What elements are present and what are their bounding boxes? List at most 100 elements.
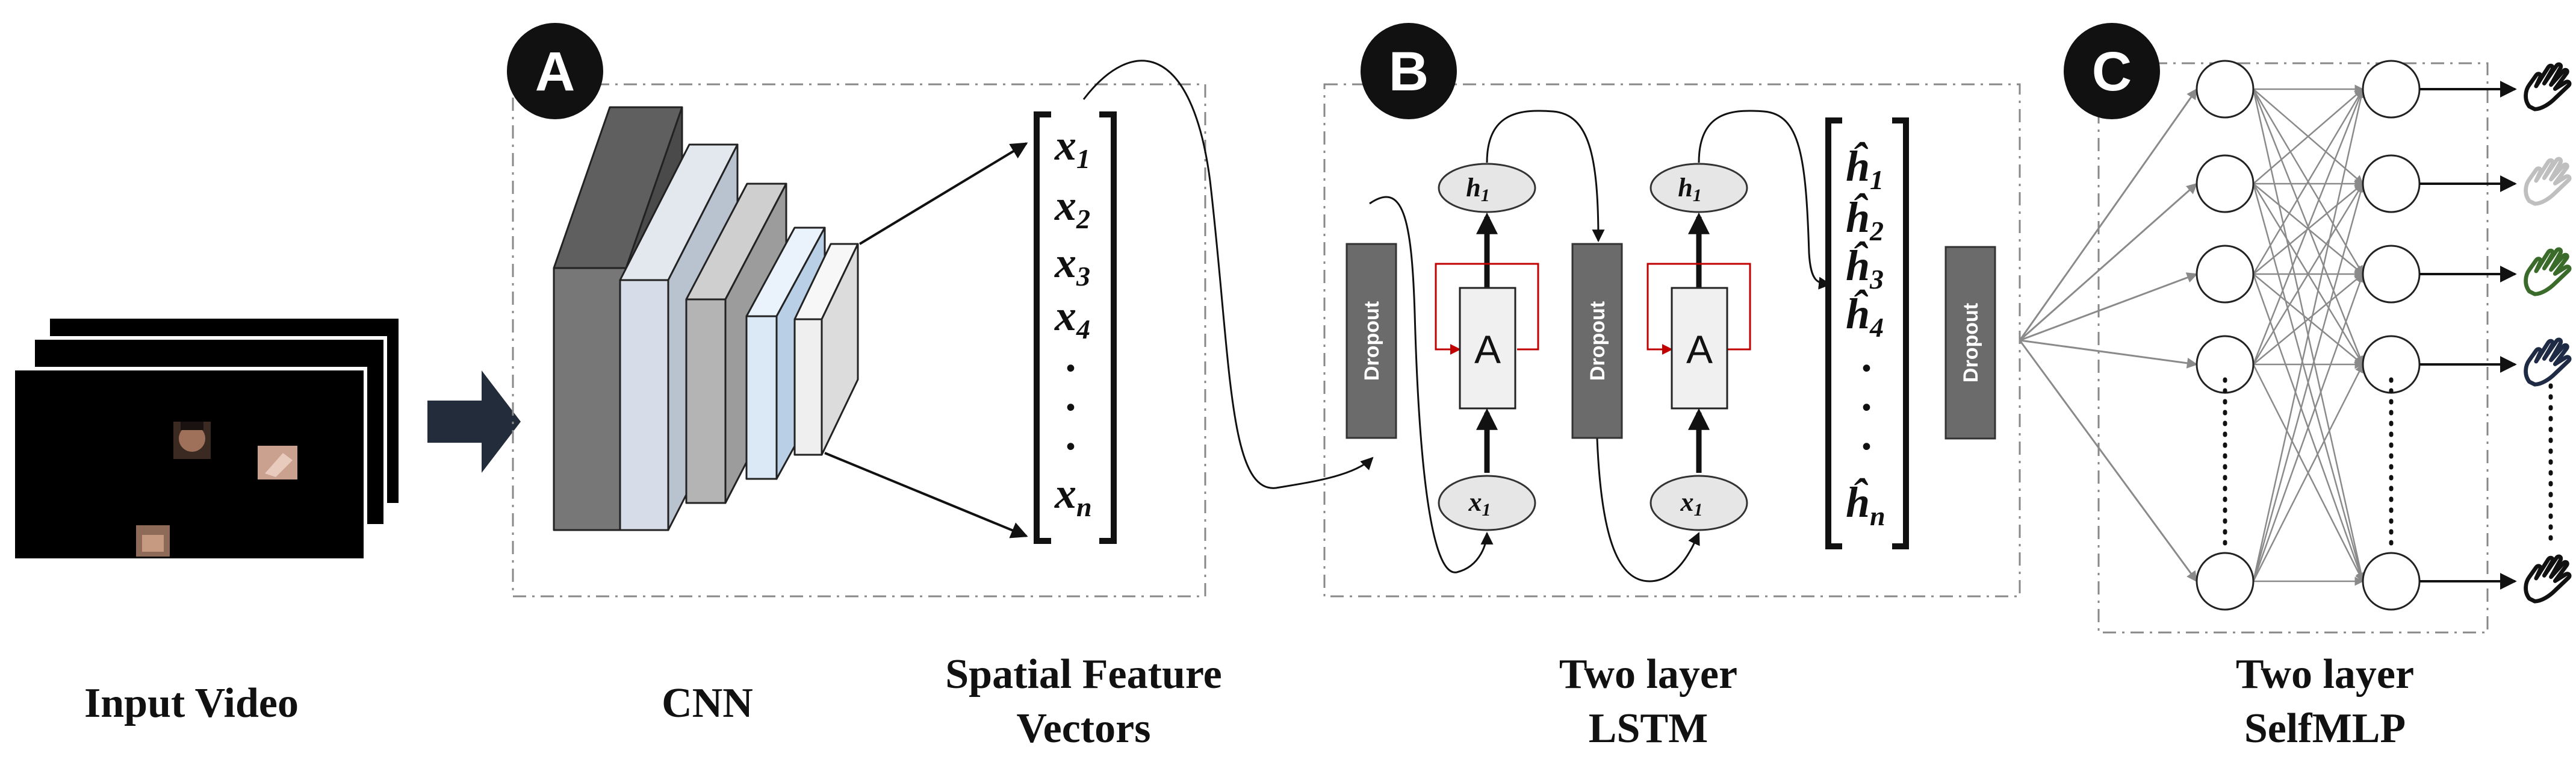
hidden-edge bbox=[2252, 88, 2364, 275]
vector-right-bracket bbox=[1892, 117, 1909, 549]
vector-entry: x2 bbox=[1054, 181, 1090, 234]
cnn-layer-stack bbox=[553, 106, 859, 531]
input-edge bbox=[2019, 183, 2198, 342]
output-neuron bbox=[2362, 245, 2421, 304]
vector-ellipsis-dot: · bbox=[1861, 422, 1872, 470]
vector-entry: ĥ1 bbox=[1846, 142, 1884, 195]
hidden-edge bbox=[2253, 273, 2364, 365]
vector-entry: ĥ3 bbox=[1846, 241, 1884, 295]
caption-input-video: Input Video bbox=[84, 680, 299, 726]
hidden-state-vector: ĥ1 ĥ2 ĥ3 ĥ4 · · · ĥn bbox=[1825, 117, 1909, 549]
lstm-layer-2: h1 A x1 bbox=[1646, 163, 1751, 531]
hidden-neuron bbox=[2196, 245, 2255, 304]
sign-hand-icon bbox=[2526, 557, 2570, 601]
badge-a-label: A bbox=[535, 41, 575, 102]
hidden-edge bbox=[2253, 89, 2364, 184]
hidden-neuron bbox=[2196, 154, 2255, 213]
input-node-2 bbox=[1650, 475, 1748, 531]
hidden-edge bbox=[2252, 273, 2365, 582]
badge-c: C bbox=[2064, 23, 2160, 119]
lstm-cell-1 bbox=[1459, 287, 1516, 410]
input-node-label: x1 bbox=[1468, 487, 1491, 520]
lstm-cell-label: A bbox=[1686, 327, 1713, 372]
hidden-edge bbox=[2252, 183, 2364, 365]
dropout-label: Dropout bbox=[1586, 301, 1609, 381]
vector-entry: x4 bbox=[1054, 292, 1090, 345]
caption-spatial-line1: Spatial Feature bbox=[945, 651, 1222, 698]
badge-b-label: B bbox=[1389, 41, 1429, 102]
vector-ellipsis-dot: · bbox=[1861, 344, 1872, 392]
cnn-to-vector-arrow-bottom bbox=[824, 452, 1028, 539]
vector-entry: x1 bbox=[1054, 121, 1090, 174]
vector-ellipsis-dot: · bbox=[1065, 383, 1076, 431]
hidden-node-label: h1 bbox=[1678, 173, 1701, 205]
vector-entry: ĥ2 bbox=[1846, 193, 1884, 246]
hidden-edge bbox=[2253, 183, 2364, 275]
input-edge bbox=[2019, 340, 2198, 582]
sign-hand-icon bbox=[2526, 64, 2570, 109]
lstm-cell-label: A bbox=[1474, 327, 1501, 372]
input-node-label: x1 bbox=[1680, 487, 1703, 520]
vector-to-lstm-connector bbox=[1082, 60, 1374, 489]
output-neuron bbox=[2362, 60, 2421, 119]
caption-lstm-line2: LSTM bbox=[1589, 705, 1708, 752]
hidden-node-2 bbox=[1650, 163, 1748, 213]
hidden-node-label: h1 bbox=[1466, 173, 1489, 205]
vector-entry: ĥ4 bbox=[1846, 289, 1884, 343]
mlp-nodes bbox=[2196, 60, 2421, 611]
output-neuron bbox=[2362, 335, 2421, 394]
recurrent-loop-right bbox=[1699, 263, 1751, 351]
signer-hand-thumbnail bbox=[258, 446, 297, 479]
vector-left-bracket bbox=[1034, 111, 1051, 544]
hidden-to-vector-connector bbox=[1698, 110, 1832, 290]
spatial-feature-vector: x1 x2 x3 x4 · · · xn bbox=[1034, 111, 1117, 544]
output-neuron bbox=[2362, 552, 2421, 611]
vector-ellipsis-dot: · bbox=[1065, 344, 1076, 392]
lstm-cell-2 bbox=[1671, 287, 1728, 410]
badge-a: A bbox=[507, 23, 603, 119]
panel-c-border bbox=[2097, 62, 2489, 634]
vector-ellipsis-dot: · bbox=[1861, 383, 1872, 431]
dropout-block-3: Dropout bbox=[1944, 246, 1996, 440]
hidden-edge bbox=[2252, 88, 2366, 582]
dropout-label: Dropout bbox=[1361, 301, 1383, 381]
caption-mlp-line2: SelfMLP bbox=[2244, 705, 2406, 752]
dropout-block-2: Dropout bbox=[1571, 243, 1623, 439]
caption-spatial-line2: Vectors bbox=[1017, 705, 1151, 752]
vector-right-bracket bbox=[1099, 111, 1117, 544]
cnn-layer-5 bbox=[793, 243, 859, 456]
caption-lstm-line1: Two layer bbox=[1559, 651, 1737, 698]
input-edge bbox=[2019, 88, 2198, 341]
input-edge bbox=[2019, 339, 2198, 369]
caption-mlp-line1: Two layer bbox=[2236, 651, 2414, 698]
signer-lower-hand-thumbnail bbox=[136, 525, 170, 557]
output-neuron bbox=[2362, 154, 2421, 213]
dropout-to-input-connector bbox=[1369, 196, 1494, 573]
cnn-to-vector-arrow-top bbox=[858, 142, 1028, 245]
video-frame-front bbox=[11, 367, 367, 562]
vector-entry: ĥn bbox=[1846, 478, 1885, 531]
dropout-block-1: Dropout bbox=[1345, 243, 1397, 439]
hidden-neuron bbox=[2196, 60, 2255, 119]
input-node-1 bbox=[1438, 475, 1536, 531]
panel-a-border bbox=[512, 83, 1206, 598]
hidden-neuron bbox=[2196, 552, 2255, 611]
hidden-edge bbox=[2252, 183, 2365, 582]
hidden-neuron bbox=[2196, 335, 2255, 394]
badge-b: B bbox=[1361, 23, 1457, 119]
sign-hand-icon bbox=[2526, 340, 2570, 384]
recurrent-loop-left bbox=[1646, 263, 1699, 355]
hidden-edge bbox=[2252, 88, 2364, 365]
input-to-cnn-arrow bbox=[427, 370, 521, 473]
mlp-edges bbox=[2019, 84, 2366, 586]
input-edge bbox=[2019, 272, 2198, 342]
vector-entry: xn bbox=[1054, 469, 1092, 522]
sign-hand-icon bbox=[2526, 249, 2570, 294]
recurrent-loop-right bbox=[1487, 263, 1539, 351]
recurrent-loop-left bbox=[1435, 263, 1487, 355]
hidden-node-1 bbox=[1438, 163, 1536, 213]
vector-ellipsis-dot: · bbox=[1065, 422, 1076, 470]
signer-face-thumbnail bbox=[173, 422, 211, 459]
dropout-label: Dropout bbox=[1960, 303, 1982, 382]
